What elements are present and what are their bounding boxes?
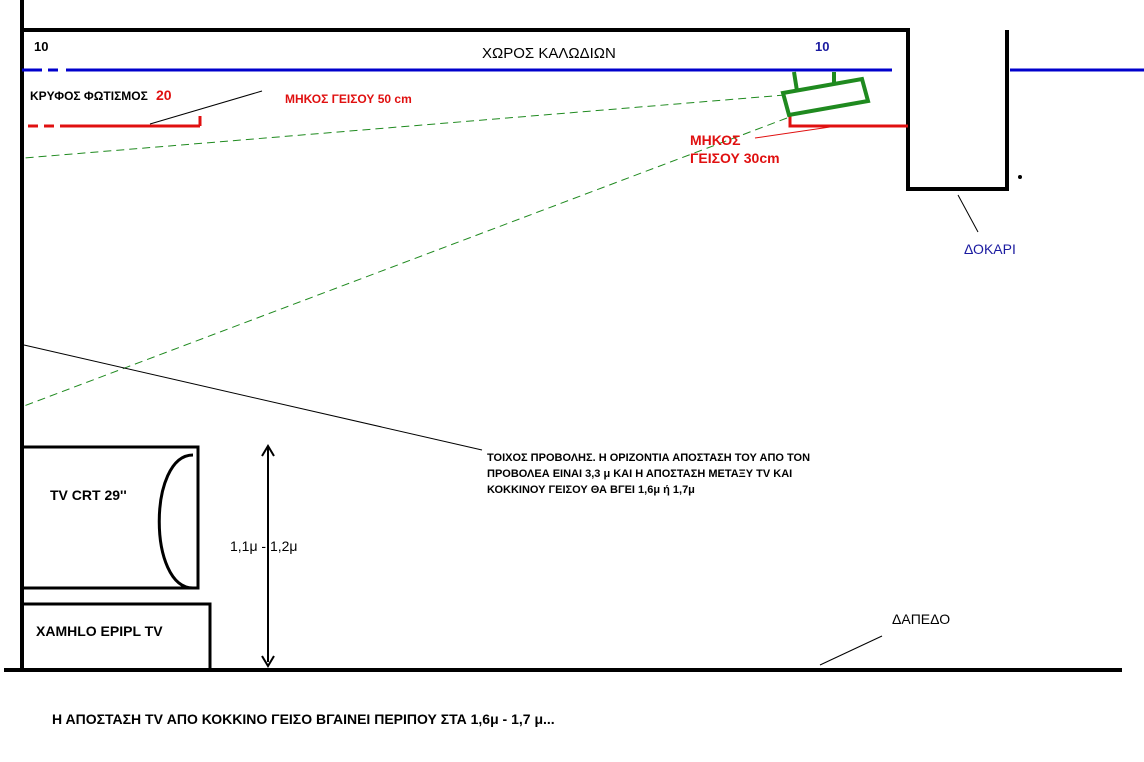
dimension-left: 10 (34, 39, 48, 54)
tv-stand (24, 602, 212, 670)
hidden-lighting-label: ΚΡΥΦΟΣ ΦΩΤΙΣΜΟΣ (30, 89, 148, 103)
cornice-30-leader (754, 126, 831, 139)
cable-space-label: ΧΩΡΟΣ ΚΑΛΩΔΙΩΝ (482, 45, 616, 62)
tv-height-label: 1,1μ - 1,2μ (230, 538, 298, 554)
projection-wall-note-line2: ΠΡΟΒΟΛΕΑ ΕΙΝΑΙ 3,3 μ ΚΑΙ Η ΑΠΟΣΤΑΣΗ ΜΕΤΑ… (487, 468, 792, 480)
projection-wall-note-line3: ΚΟΚΚΙΝΟΥ ΓΕΙΣΟΥ ΘΑ ΒΓΕΙ 1,6μ ή 1,7μ (487, 484, 695, 496)
projection-beams (23, 94, 788, 407)
footer-note: Η ΑΠΟΣΤΑΣΗ TV ΑΠΟ ΚΟΚΚΙΝΟ ΓΕΙΣΟ ΒΓΑΙΝΕΙ … (52, 711, 555, 727)
cornice-30-label-line1: ΜΗΚΟΣ (690, 132, 741, 148)
dot-marker (1018, 175, 1022, 179)
room-structure (4, 0, 1122, 672)
tv-stand-label: XAMHLO EPIPL TV (36, 623, 163, 639)
tv-label: TV CRT 29'' (50, 487, 127, 503)
floor-label: ΔΑΠΕΔΟ (892, 611, 950, 627)
cornice-50-label: ΜΗΚΟΣ ΓΕΙΣΟΥ 50 cm (285, 92, 412, 106)
tv-crt (24, 445, 200, 590)
beam-label: ΔΟΚΑΡΙ (964, 241, 1016, 257)
hidden-lighting-number: 20 (156, 87, 172, 103)
projection-wall-note-line1: ΤΟΙΧΟΣ ΠΡΟΒΟΛΗΣ. Η ΟΡΙΖΟΝΤΙΑ ΑΠΟΣΤΑΣΗ ΤΟ… (487, 452, 810, 464)
cornice-30-label-line2: ΓΕΙΣΟΥ 30cm (690, 150, 780, 166)
projector (780, 71, 871, 118)
beam-outline (906, 28, 1009, 191)
right-cornice (788, 116, 908, 128)
height-arrow (261, 444, 275, 668)
dimension-right: 10 (815, 39, 829, 54)
red-cornices (28, 116, 908, 128)
leader-lines (23, 90, 979, 666)
